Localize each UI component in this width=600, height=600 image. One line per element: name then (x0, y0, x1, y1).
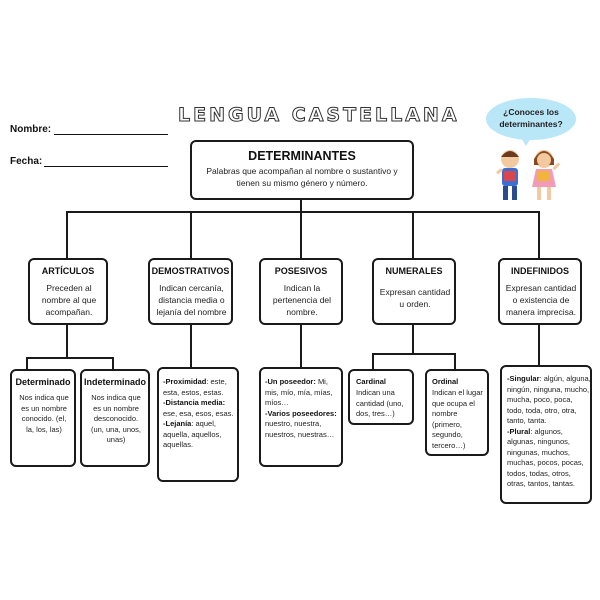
plural-label: -Plural (507, 426, 531, 436)
root-title: DETERMINANTES (248, 149, 356, 163)
connector-cardinal (372, 353, 374, 369)
category-posesivos: POSESIVOS Indican la pertenencia del nom… (259, 258, 343, 325)
connector-main-horizontal (66, 211, 540, 213)
connector-numerales (412, 211, 414, 259)
un-poseedor-label: -Un poseedor: (265, 377, 316, 386)
category-text: Indican cercanía, distancia media o leja… (156, 283, 227, 317)
connector-determinado (26, 357, 28, 370)
articulo-indeterminado-box: Indeterminado Nos indica que es un nombr… (80, 369, 150, 467)
category-title: DEMOSTRATIVOS (151, 266, 230, 276)
category-text: Preceden al nombre al que acompañan. (41, 283, 97, 317)
proximidad-label: -Proximidad (163, 377, 207, 386)
indefinidos-detail: -Singular: algún, alguna, ningún, ningun… (507, 374, 591, 489)
subtext: Nos indica que es un nombre conocido. (e… (19, 393, 69, 434)
connector-indeterminado (112, 357, 114, 370)
category-text: Expresan cantidad o existencia de manera… (505, 283, 577, 317)
speech-bubble: ¿Conoces los determinantes? (486, 98, 576, 140)
plural-text: algunos, algunas, ningunos, ningunas, mu… (507, 426, 584, 489)
nombre-field[interactable] (54, 134, 168, 135)
lejania-text: aquel, aquella, aquellos, aquellas. (163, 419, 222, 449)
category-title: NUMERALES (385, 266, 443, 276)
category-articulos: ARTÍCULOS Preceden al nombre al que acom… (28, 258, 108, 325)
fecha-label: Fecha: (10, 156, 43, 167)
subtitle: Cardinal (356, 377, 387, 386)
connector-articulos-split (26, 357, 114, 359)
category-text: Expresan cantidad u orden. (379, 287, 451, 309)
connector-indefinidos-down (538, 325, 540, 366)
lejania-label: -Lejanía (163, 419, 192, 428)
distancia-media-label: -Distancia media: (163, 398, 226, 407)
category-title: INDEFINIDOS (510, 266, 569, 276)
connector-posesivos-down (300, 325, 302, 368)
subtext: Indican una cantidad (uno, dos, tres…) (356, 388, 404, 418)
connector-indefinidos (538, 211, 540, 259)
connector-ordinal (454, 353, 456, 369)
connector-demostrativos-down (190, 325, 192, 368)
subtext: Indican el lugar que ocupa el nombre (pr… (432, 388, 483, 450)
connector-articulos-down (66, 325, 68, 358)
connector-articulos (66, 211, 68, 259)
varios-poseedores-text: nuestro, nuestra, nuestros, nuestras… (265, 419, 335, 439)
root-box: DETERMINANTES Palabras que acompañan al … (190, 140, 414, 200)
subtitle: Indeterminado (83, 377, 146, 387)
indefinidos-detail-box: -Singular: algún, alguna, ningún, ningun… (500, 365, 592, 504)
singular-label: -Singular (507, 374, 540, 383)
category-numerales: NUMERALES Expresan cantidad u orden. (372, 258, 456, 325)
category-demostrativos: DEMOSTRATIVOS Indican cercanía, distanci… (148, 258, 233, 325)
subtitle: Determinado (15, 377, 71, 387)
un-poseedor-text: Mi, mis, mío, mía, mías, míos… (265, 377, 333, 407)
numeral-ordinal-box: Ordinal Indican el lugar que ocupa el no… (425, 369, 489, 456)
connector-demostrativos (190, 211, 192, 259)
connector-posesivos (300, 211, 302, 259)
root-text: Palabras que acompañan al nombre o susta… (206, 166, 398, 188)
varios-poseedores-label: -Varios poseedores: (265, 408, 337, 418)
nombre-label: Nombre: (10, 124, 52, 135)
distancia-media-text: ese, esa, esos, esas. (163, 408, 234, 418)
subtext: Nos indica que es un nombre desconocido.… (90, 393, 142, 444)
demostrativos-detail: -Proximidad: este, esta, estos, estas. -… (163, 377, 234, 449)
page-title: LENGUA CASTELLANA (178, 104, 460, 127)
demostrativos-detail-box: -Proximidad: este, esta, estos, estas. -… (157, 367, 239, 482)
singular-text: algún, alguna, ningún, ninguna, mucho, m… (507, 374, 591, 425)
subtitle: Ordinal (432, 377, 459, 386)
speech-bubble-tail (520, 136, 532, 146)
articulo-determinado-box: Determinado Nos indica que es un nombre … (10, 369, 76, 467)
category-title: ARTÍCULOS (41, 266, 95, 276)
proximidad-text: este, esta, estos, estas. (163, 377, 227, 397)
numeral-cardinal-box: Cardinal Indican una cantidad (uno, dos,… (348, 369, 414, 425)
kids-illustration (496, 150, 561, 200)
posesivos-detail-box: -Un poseedor: Mi, mis, mío, mía, mías, m… (259, 367, 343, 467)
category-title: POSESIVOS (274, 266, 328, 276)
category-text: Indican la pertenencia del nombre. (272, 283, 332, 317)
connector-root-down (300, 199, 302, 212)
category-indefinidos: INDEFINIDOS Expresan cantidad o existenc… (498, 258, 582, 325)
posesivos-detail: -Un poseedor: Mi, mis, mío, mía, mías, m… (265, 377, 341, 440)
connector-numerales-split (372, 353, 456, 355)
connector-numerales-down (412, 325, 414, 354)
fecha-field[interactable] (44, 166, 168, 167)
